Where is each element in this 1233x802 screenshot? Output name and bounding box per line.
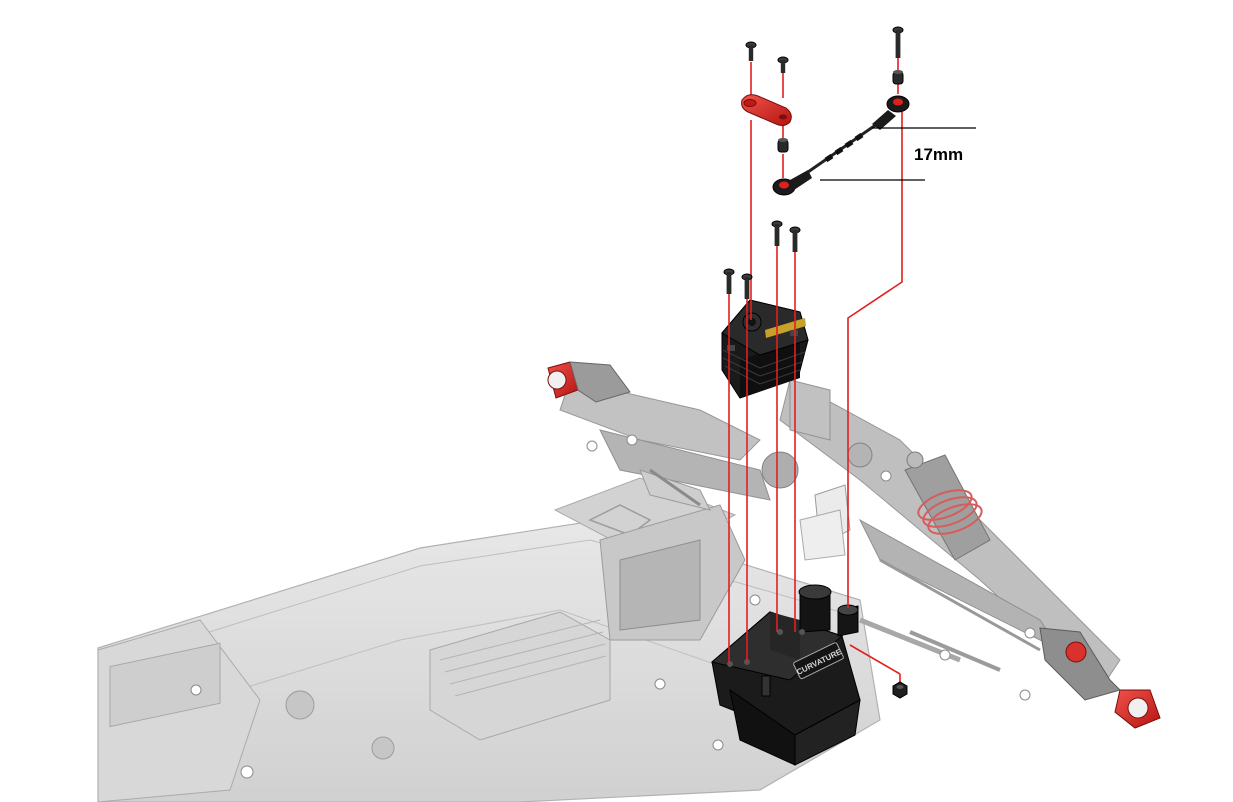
dimension-label: 17mm (914, 145, 963, 164)
nylon-nut (892, 681, 908, 699)
servo (721, 299, 809, 399)
screw (745, 41, 757, 61)
wheel-hub-right (1039, 627, 1161, 729)
pivot-ball (892, 70, 904, 85)
screw (789, 226, 801, 252)
servo-horn (741, 94, 792, 127)
dimension-callout: 17mm (820, 127, 976, 181)
shock-absorber (904, 451, 991, 561)
screw (777, 56, 789, 73)
battery-tray (429, 611, 611, 741)
wheel-hub-left (547, 361, 631, 403)
screw (771, 220, 783, 246)
pivot-ball (777, 138, 789, 153)
screw (741, 273, 753, 299)
assembly-guide-lines (728, 58, 903, 682)
ball-end (872, 95, 910, 130)
servo-mount: CURVATURE (710, 584, 861, 766)
screws (723, 26, 904, 299)
ball-end (772, 170, 812, 196)
suspension-arm-upper (559, 379, 761, 461)
turnbuckle-link (772, 95, 910, 196)
screw (723, 268, 735, 294)
ghost-chassis (97, 379, 1121, 802)
screw (892, 26, 904, 58)
